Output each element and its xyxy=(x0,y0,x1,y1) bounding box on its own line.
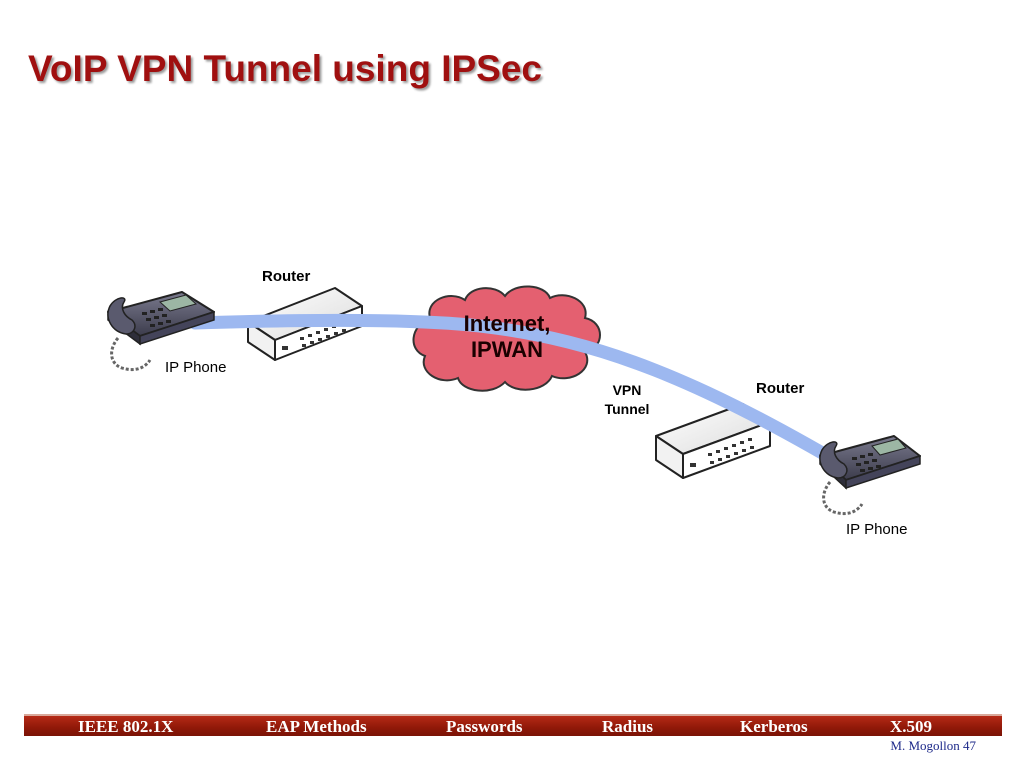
right-phone-label: IP Phone xyxy=(846,521,908,538)
footer-item-x509[interactable]: X.509 xyxy=(890,717,933,736)
vpn-tunnel-label: VPN Tunnel xyxy=(592,381,662,419)
footer-nav-bar: IEEE 802.1X EAP Methods Passwords Radius… xyxy=(24,714,1002,736)
footer-credit: M. Mogollon 47 xyxy=(890,738,976,753)
cloud-label-line1: Internet, xyxy=(463,311,551,336)
cloud-label: Internet, IPWAN xyxy=(448,311,566,363)
footer-item-ieee[interactable]: IEEE 802.1X xyxy=(78,717,174,736)
network-diagram xyxy=(107,285,921,516)
vpn-tunnel-label-line2: Tunnel xyxy=(604,401,650,417)
left-ip-phone-icon xyxy=(107,291,215,372)
right-ip-phone-icon xyxy=(819,435,921,516)
left-router-label: Router xyxy=(262,268,311,285)
footer-item-eap[interactable]: EAP Methods xyxy=(266,717,367,736)
vpn-tunnel-label-line1: VPN xyxy=(612,382,642,398)
vpn-tunnel-line xyxy=(188,313,867,482)
cloud-label-line2: IPWAN xyxy=(470,337,544,362)
right-router-label: Router xyxy=(756,380,805,397)
footer-item-radius[interactable]: Radius xyxy=(602,717,654,736)
slide-title: VoIP VPN Tunnel using IPSec xyxy=(28,48,542,89)
left-phone-label: IP Phone xyxy=(165,359,227,376)
footer-item-kerberos[interactable]: Kerberos xyxy=(740,717,808,736)
footer-item-passwords[interactable]: Passwords xyxy=(446,717,523,736)
